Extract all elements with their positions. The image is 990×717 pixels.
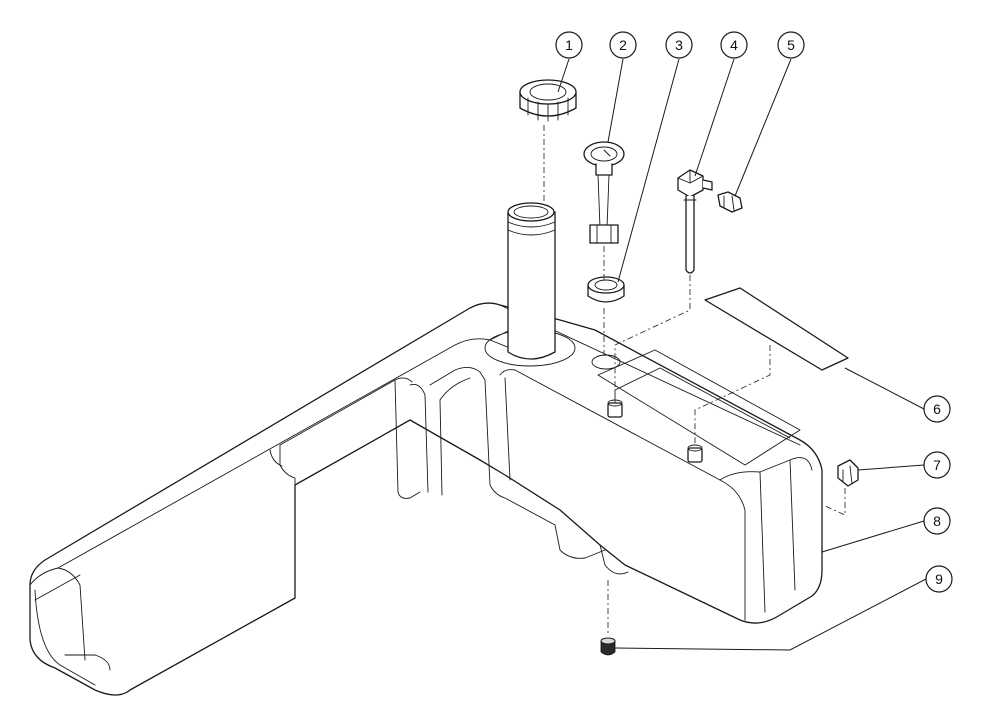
stud-left — [607, 399, 623, 418]
callout-8-number: 8 — [933, 513, 941, 529]
callout-2: 2 — [609, 31, 637, 59]
filler-neck — [507, 202, 556, 360]
grommet-seal — [587, 276, 625, 303]
fitting-nipple — [717, 191, 743, 213]
tank-body — [29, 302, 823, 696]
label-plate — [704, 287, 849, 371]
callout-5-number: 5 — [787, 37, 795, 53]
callout-3-number: 3 — [675, 37, 683, 53]
callout-3: 3 — [665, 31, 693, 59]
callout-8: 8 — [923, 507, 951, 535]
side-fitting — [837, 459, 859, 487]
assembly-center-lines — [543, 125, 846, 636]
callout-7-number: 7 — [933, 457, 941, 473]
callout-1-number: 1 — [565, 37, 573, 53]
callout-7: 7 — [923, 451, 951, 479]
filler-cap — [519, 79, 577, 122]
callout-1: 1 — [555, 31, 583, 59]
callout-9: 9 — [925, 565, 953, 593]
callout-6: 6 — [923, 395, 951, 423]
callout-4-number: 4 — [730, 37, 738, 53]
callout-4: 4 — [720, 31, 748, 59]
callout-2-number: 2 — [619, 37, 627, 53]
callout-9-number: 9 — [935, 571, 943, 587]
callout-6-number: 6 — [933, 401, 941, 417]
vent-elbow-tube — [677, 169, 713, 274]
callout-5: 5 — [777, 31, 805, 59]
drain-plug — [600, 637, 616, 656]
stud-right — [687, 444, 703, 463]
fuel-gauge-sender — [583, 141, 625, 244]
callout-leaders — [557, 58, 927, 651]
